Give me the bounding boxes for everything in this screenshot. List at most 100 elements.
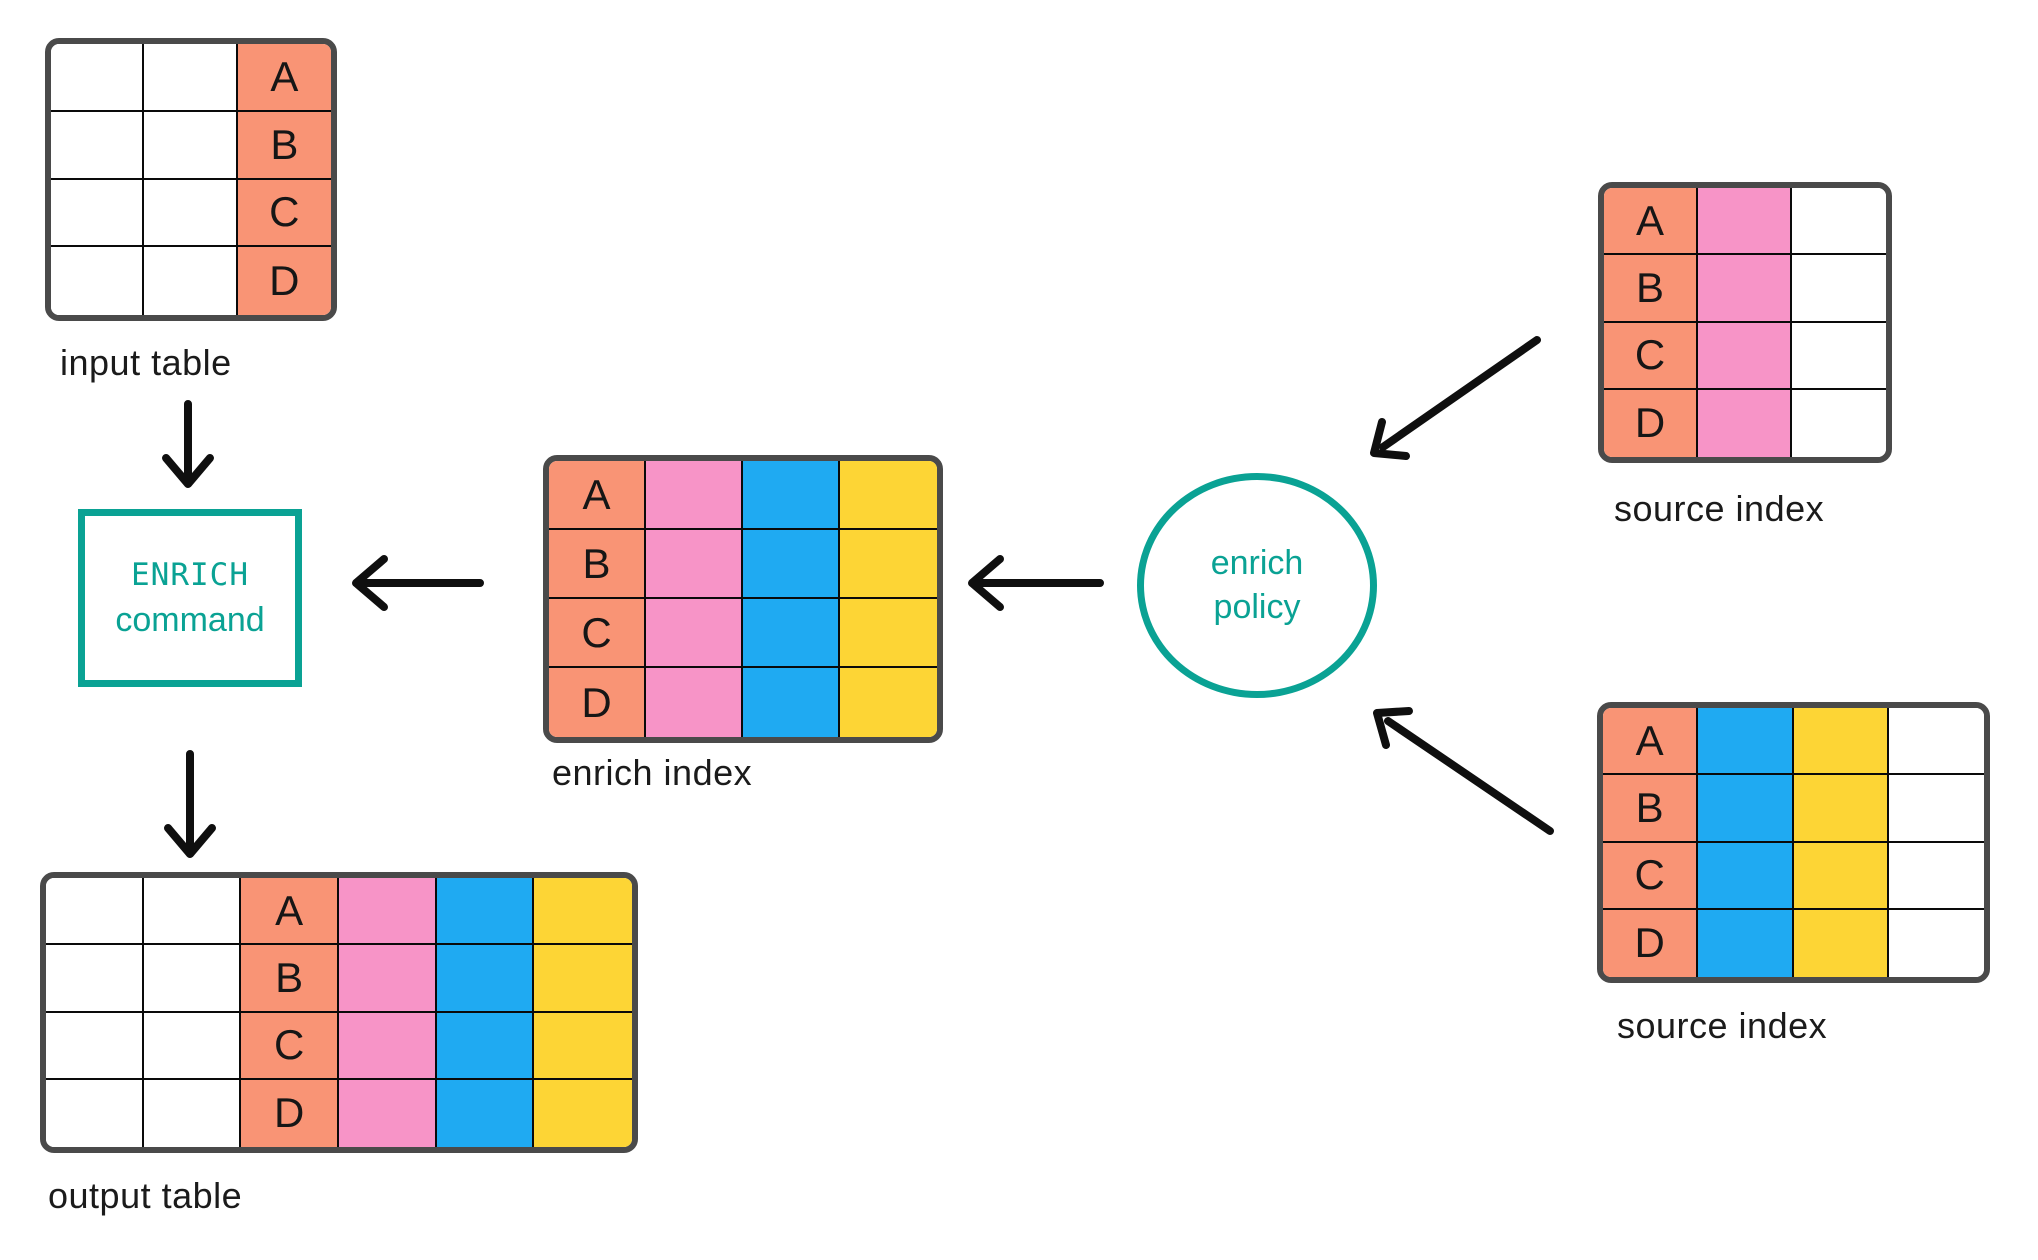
cell-enrich_index-r0c0: A <box>549 461 646 530</box>
cell-output-r0c4 <box>436 878 535 946</box>
cell-enrich_index-r0c3 <box>840 461 937 530</box>
cell-output-r0c2: A <box>241 878 339 946</box>
arrow-source-bottom-to-policy <box>1373 707 1554 835</box>
cell-output-r2c3 <box>338 1012 437 1080</box>
arrow-source-top-to-policy <box>1370 336 1541 460</box>
cell-output-r0c0 <box>46 878 144 946</box>
enrich-command-node: ENRICH command <box>78 509 302 687</box>
cell-source_bottom-r2c1 <box>1698 842 1794 910</box>
cell-enrich_index-r3c3 <box>840 668 937 737</box>
cell-source_bottom-r1c3 <box>1888 775 1984 843</box>
cell-source_bottom-r0c2 <box>1793 708 1889 776</box>
cell-source_top-r0c1 <box>1698 188 1792 256</box>
cell-output-r1c2: B <box>241 945 339 1013</box>
cell-enrich_index-r3c1 <box>646 668 743 737</box>
cell-source_top-r2c1 <box>1698 322 1792 390</box>
enrich-command-word: command <box>115 600 265 639</box>
enrich-policy-line2: policy <box>1213 587 1301 626</box>
cell-output-r2c1 <box>143 1012 242 1080</box>
cell-source_bottom-r3c3 <box>1888 909 1984 977</box>
cell-enrich_index-r2c1 <box>646 599 743 668</box>
cell-source_top-r0c0: A <box>1604 188 1698 256</box>
cell-output-r0c3 <box>338 878 437 946</box>
cell-output-r1c4 <box>436 945 535 1013</box>
cell-output-r1c0 <box>46 945 144 1013</box>
cell-source_bottom-r1c1 <box>1698 775 1794 843</box>
cell-source_bottom-r1c2 <box>1793 775 1889 843</box>
arrow-input-to-command <box>162 400 214 488</box>
cell-input-r3c0 <box>51 247 145 315</box>
cell-source_bottom-r3c1 <box>1698 909 1794 977</box>
cell-enrich_index-r1c0: B <box>549 530 646 599</box>
arrow-index-to-command <box>352 555 484 611</box>
cell-enrich_index-r1c1 <box>646 530 743 599</box>
cell-output-r3c2: D <box>241 1079 339 1147</box>
source-index-bottom-label: source index <box>1617 1005 1828 1046</box>
cell-source_bottom-r1c0: B <box>1603 775 1699 843</box>
cell-source_bottom-r3c0: D <box>1603 909 1699 977</box>
cell-source_bottom-r3c2 <box>1793 909 1889 977</box>
cell-input-r0c0 <box>51 44 145 112</box>
cell-source_top-r3c0: D <box>1604 389 1698 457</box>
cell-output-r1c1 <box>143 945 242 1013</box>
cell-source_bottom-r2c0: C <box>1603 842 1699 910</box>
cell-source_top-r2c0: C <box>1604 322 1698 390</box>
cell-source_top-r0c2 <box>1792 188 1886 256</box>
cell-source_top-r2c2 <box>1792 322 1886 390</box>
cell-input-r0c2: A <box>237 44 331 112</box>
arrow-policy-to-index <box>968 555 1104 611</box>
cell-output-r1c3 <box>338 945 437 1013</box>
cell-output-r2c5 <box>534 1012 632 1080</box>
cell-source_bottom-r0c3 <box>1888 708 1984 776</box>
cell-output-r3c5 <box>534 1079 632 1147</box>
cell-input-r1c0 <box>51 111 145 180</box>
cell-output-r3c0 <box>46 1079 144 1147</box>
cell-enrich_index-r0c2 <box>743 461 840 530</box>
input-table-label: input table <box>60 342 232 383</box>
output-table-label: output table <box>48 1175 243 1216</box>
cell-source_bottom-r2c3 <box>1888 842 1984 910</box>
cell-enrich_index-r1c3 <box>840 530 937 599</box>
cell-source_bottom-r2c2 <box>1793 842 1889 910</box>
cell-enrich_index-r0c1 <box>646 461 743 530</box>
cell-source_top-r3c1 <box>1698 389 1792 457</box>
cell-output-r2c0 <box>46 1012 144 1080</box>
cell-enrich_index-r3c2 <box>743 668 840 737</box>
cell-output-r3c1 <box>143 1079 242 1147</box>
enrich-command-keyword: ENRICH <box>131 556 249 593</box>
cell-output-r3c4 <box>436 1079 535 1147</box>
cell-input-r2c2: C <box>237 179 331 248</box>
cell-input-r0c1 <box>144 44 238 112</box>
cell-enrich_index-r3c0: D <box>549 668 646 737</box>
cell-output-r3c3 <box>338 1079 437 1147</box>
cell-input-r3c1 <box>144 247 238 315</box>
cell-enrich_index-r1c2 <box>743 530 840 599</box>
cell-output-r2c2: C <box>241 1012 339 1080</box>
cell-input-r2c1 <box>144 179 238 248</box>
cell-output-r1c5 <box>534 945 632 1013</box>
cell-source_bottom-r0c1 <box>1698 708 1794 776</box>
cell-input-r1c1 <box>144 111 238 180</box>
cell-input-r2c0 <box>51 179 145 248</box>
cell-output-r2c4 <box>436 1012 535 1080</box>
cell-source_bottom-r0c0: A <box>1603 708 1699 776</box>
source-index-top-label: source index <box>1614 488 1825 529</box>
enrich-index-label: enrich index <box>552 752 753 793</box>
cell-source_top-r1c1 <box>1698 255 1792 323</box>
cell-enrich_index-r2c2 <box>743 599 840 668</box>
cell-enrich_index-r2c3 <box>840 599 937 668</box>
cell-output-r0c5 <box>534 878 632 946</box>
cell-source_top-r3c2 <box>1792 389 1886 457</box>
enrich-policy-line1: enrich <box>1210 544 1304 583</box>
cell-enrich_index-r2c0: C <box>549 599 646 668</box>
cell-source_top-r1c0: B <box>1604 255 1698 323</box>
arrow-command-to-output <box>164 750 216 858</box>
enrich-policy-node: enrich policy <box>1137 473 1377 698</box>
cell-input-r3c2: D <box>237 247 331 315</box>
